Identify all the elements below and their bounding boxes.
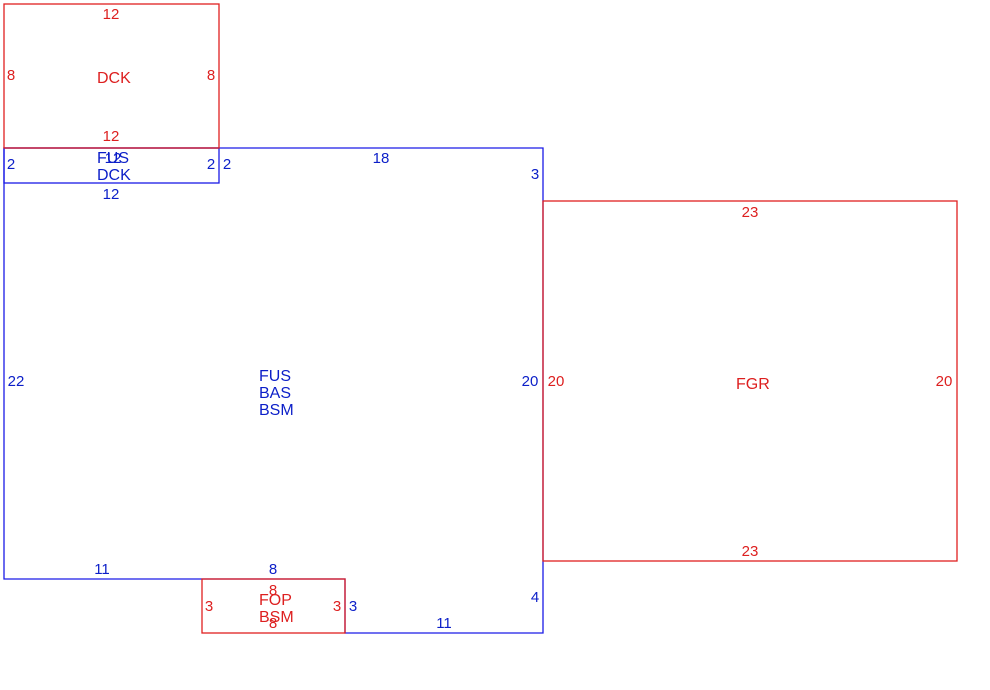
fus-main-dim-right-lower: 4 — [531, 589, 539, 606]
fgr-dim-left: 20 — [548, 373, 565, 390]
dck-dim-left: 8 — [7, 67, 15, 84]
fgr-outline — [542, 200, 958, 562]
fop-dim-right: 3 — [333, 598, 341, 615]
dck-dim-bottom: 12 — [103, 128, 120, 145]
fus-main-dim-top-right: 3 — [531, 166, 539, 183]
fop-outline — [201, 578, 346, 634]
fus-main-label-1: FUS — [259, 368, 291, 385]
fus-main-dim-notch: 8 — [269, 561, 277, 578]
fus-main-dim-top: 18 — [373, 150, 390, 167]
fgr-dim-right: 20 — [936, 373, 953, 390]
fus-main-label-3: BSM — [259, 402, 294, 419]
fus-dck-label-1: FUS — [97, 150, 129, 167]
fus-dck-dim-bottom: 12 — [103, 186, 120, 203]
fus-main-dim-bottom-left: 11 — [94, 561, 110, 578]
dck-dim-right: 8 — [207, 67, 215, 84]
fop-dim-left: 3 — [205, 598, 213, 615]
fus-dck-dim-top: 12 — [105, 150, 122, 167]
dck-outline — [3, 3, 220, 149]
fus-main-dim-notch-right: 3 — [349, 598, 357, 615]
fus-main-dim-left: 22 — [8, 373, 25, 390]
fus-main-dim-top-left: 2 — [223, 156, 231, 173]
fus-dck-dim-right: 2 — [207, 156, 215, 173]
fop-label-1: FOP — [259, 592, 292, 609]
fgr-label: FGR — [736, 376, 770, 393]
fop-dim-top: 8 — [269, 582, 277, 599]
fus-dck-dim-left: 2 — [7, 156, 15, 173]
fus-main-label-2: BAS — [259, 385, 291, 402]
dck-label: DCK — [97, 70, 131, 87]
fus-dck-label-2: DCK — [97, 167, 131, 184]
fus-main-dim-right: 20 — [522, 373, 539, 390]
fgr-dim-bottom: 23 — [742, 543, 759, 560]
fus-main-dim-bottom-right: 11 — [436, 615, 452, 632]
fop-label-2: BSM — [259, 609, 294, 626]
fgr-dim-top: 23 — [742, 204, 759, 221]
fop-dim-bottom: 8 — [269, 615, 277, 632]
dck-dim-top: 12 — [103, 6, 120, 23]
